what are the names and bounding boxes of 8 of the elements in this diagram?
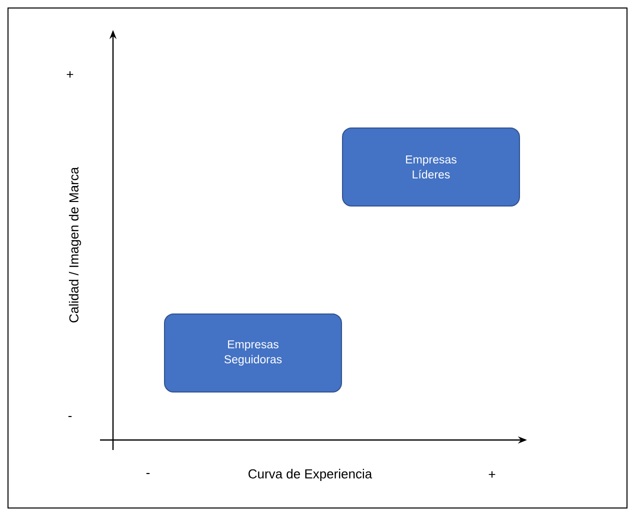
rounded-box: Empresas Líderes: [342, 128, 520, 206]
axis-end-label: +: [488, 471, 496, 478]
axis-end-label: -: [68, 416, 72, 418]
axis-title: Calidad / Imagen de Marca: [68, 166, 82, 322]
rounded-box: Empresas Seguidoras: [164, 314, 342, 392]
axis-end-label: +: [66, 71, 74, 78]
axis-end-label: -: [146, 473, 150, 474]
axis-title: Curva de Experiencia: [248, 468, 372, 482]
